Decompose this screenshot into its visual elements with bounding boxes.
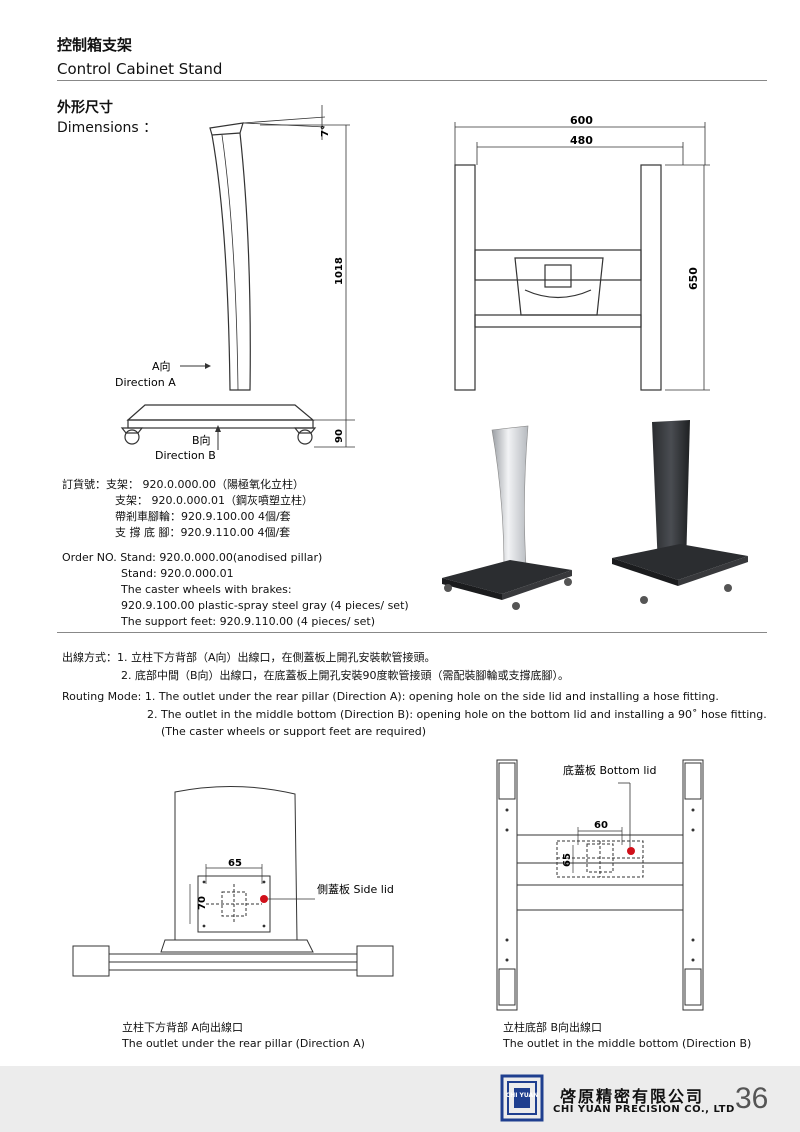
dimensions-label-zh: 外形尺寸 bbox=[57, 100, 113, 116]
dark-stand-photo bbox=[612, 420, 748, 604]
company-name-en: CHI YUAN PRECISION CO., LTD bbox=[553, 1104, 735, 1115]
width-outer-label: 600 bbox=[570, 114, 593, 127]
page-title-zh: 控制箱支架 bbox=[57, 36, 133, 54]
bottom-lid-marker bbox=[627, 847, 635, 855]
order-zh-line-2: 支架： 920.0.000.01（鋼灰噴塑立柱） bbox=[115, 494, 313, 507]
section-divider bbox=[57, 632, 767, 633]
side-lid-label: 側蓋板 Side lid bbox=[317, 882, 394, 896]
order-zh-line-4: 支 撐 底 腳：920.9.110.00 4個/套 bbox=[115, 526, 291, 539]
height-base-label: 90 bbox=[334, 429, 345, 443]
rear-pillar-outlet-drawing: 65 70 側蓋板 Side lid bbox=[72, 786, 394, 977]
routing-en-line-3: (The caster wheels or support feet are r… bbox=[161, 725, 427, 738]
bottom-lid-width: 60 bbox=[594, 820, 608, 831]
routing-en-line-2: 2. The outlet in the middle bottom (Dire… bbox=[147, 708, 767, 721]
caption-right: 立柱底部 B向出線口 The outlet in the middle bott… bbox=[503, 1020, 751, 1052]
caption-right-en: The outlet in the middle bottom (Directi… bbox=[503, 1037, 752, 1050]
logo-text: CHI YUAN bbox=[506, 1092, 538, 1099]
direction-b-en: Direction B bbox=[155, 449, 216, 460]
bottom-lid-height: 65 bbox=[562, 853, 573, 867]
routing-en-line-1: Routing Mode: 1. The outlet under the re… bbox=[62, 690, 719, 703]
order-en-line-5: The support feet: 920.9.110.00 (4 pieces… bbox=[121, 615, 376, 628]
routing-info-en: Routing Mode: 1. The outlet under the re… bbox=[62, 689, 767, 740]
bottom-lid-label: 底蓋板 Bottom lid bbox=[563, 763, 656, 777]
direction-a-en: Direction A bbox=[115, 376, 176, 389]
direction-a-zh: A向 bbox=[152, 359, 171, 373]
order-en-line-4: 920.9.100.00 plastic-spray steel gray (4… bbox=[121, 599, 409, 612]
dimensions-label-en: Dimensions ： bbox=[57, 120, 158, 136]
top-view-drawing: 600 480 650 bbox=[454, 114, 710, 391]
product-photos bbox=[442, 420, 748, 610]
company-name-zh: 啓原精密有限公司 bbox=[560, 1087, 705, 1106]
header-divider bbox=[57, 80, 767, 81]
height-total-label: 1018 bbox=[334, 257, 345, 285]
caption-left-zh: 立柱下方背部 A向出線口 bbox=[122, 1021, 244, 1034]
bottom-outlet-drawing: 60 65 底蓋板 Bottom lid bbox=[496, 759, 704, 1011]
side-lid-width: 65 bbox=[228, 858, 242, 869]
caption-left-en: The outlet under the rear pillar (Direct… bbox=[122, 1037, 365, 1050]
silver-stand-photo bbox=[442, 425, 572, 610]
order-info-zh: 訂貨號：支架： 920.0.000.00（陽極氧化立柱） 支架： 920.0.0… bbox=[62, 477, 313, 541]
angle-label: 7° bbox=[320, 125, 331, 137]
routing-zh-line-1: 出線方式：1. 立柱下方背部（A向）出線口，在側蓋板上開孔安裝軟管接頭。 bbox=[62, 651, 436, 664]
caption-left: 立柱下方背部 A向出線口 The outlet under the rear p… bbox=[122, 1020, 365, 1052]
order-en-line-3: The caster wheels with brakes: bbox=[121, 583, 292, 596]
page-title-en: Control Cabinet Stand bbox=[57, 60, 223, 78]
routing-info-zh: 出線方式：1. 立柱下方背部（A向）出線口，在側蓋板上開孔安裝軟管接頭。 2. … bbox=[62, 650, 569, 684]
width-inner-label: 480 bbox=[570, 134, 593, 147]
order-en-line-1: Order NO. Stand: 920.0.000.00(anodised p… bbox=[62, 551, 323, 564]
page-number: 36 bbox=[735, 1082, 769, 1115]
caption-right-zh: 立柱底部 B向出線口 bbox=[503, 1021, 603, 1034]
order-zh-line-3: 帶剎車腳輪：920.9.100.00 4個/套 bbox=[115, 510, 291, 523]
routing-zh-line-2: 2. 底部中間（B向）出線口，在底蓋板上開孔安裝90度軟管接頭（需配裝腳輪或支撐… bbox=[121, 669, 570, 682]
side-view-drawing: 7° 1018 90 A向 Direction A B向 Direction B bbox=[115, 105, 355, 460]
side-lid-marker bbox=[260, 895, 268, 903]
direction-b-zh: B向 bbox=[192, 433, 211, 447]
company-logo-icon: CHI YUAN bbox=[500, 1074, 544, 1122]
depth-label: 650 bbox=[687, 267, 700, 290]
side-lid-height: 70 bbox=[197, 896, 208, 910]
order-en-line-2: Stand: 920.0.000.01 bbox=[121, 567, 234, 580]
order-zh-line-1: 訂貨號：支架： 920.0.000.00（陽極氧化立柱） bbox=[62, 478, 304, 491]
order-info-en: Order NO. Stand: 920.0.000.00(anodised p… bbox=[62, 550, 409, 630]
footer-bar bbox=[0, 1066, 800, 1132]
